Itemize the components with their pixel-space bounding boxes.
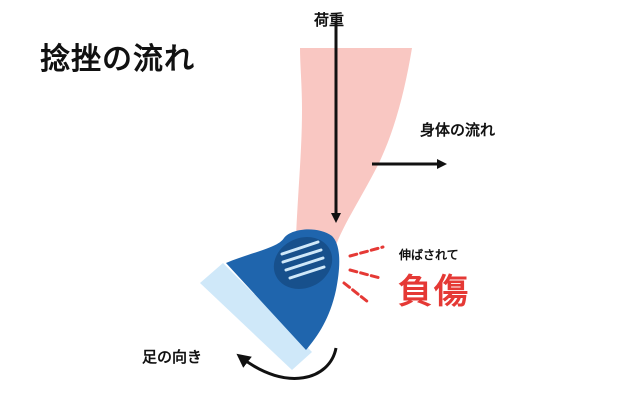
- shoe-lace-line: [281, 248, 323, 264]
- shoe-lace-line: [280, 240, 320, 256]
- strain-line: [348, 245, 385, 258]
- foot-direction-label: 足の向き: [142, 348, 203, 366]
- curved-arrow-icon: [236, 347, 338, 380]
- strain-line: [348, 268, 382, 280]
- shoe-sole: [200, 263, 312, 370]
- strain-line: [342, 281, 370, 304]
- leg-shape: [296, 48, 412, 245]
- shoe-lace-line: [288, 265, 326, 280]
- load-label: 荷重: [314, 11, 345, 29]
- shoe-lace-line: [284, 256, 325, 272]
- strain-lines-icon: [342, 245, 385, 304]
- shoe-laces: [280, 240, 326, 280]
- stretched-label: 伸ばされて: [399, 248, 459, 262]
- body-flow-label: 身体の流れ: [420, 121, 496, 139]
- injury-label: 負傷: [398, 272, 470, 312]
- page-title: 捻挫の流れ: [40, 42, 195, 77]
